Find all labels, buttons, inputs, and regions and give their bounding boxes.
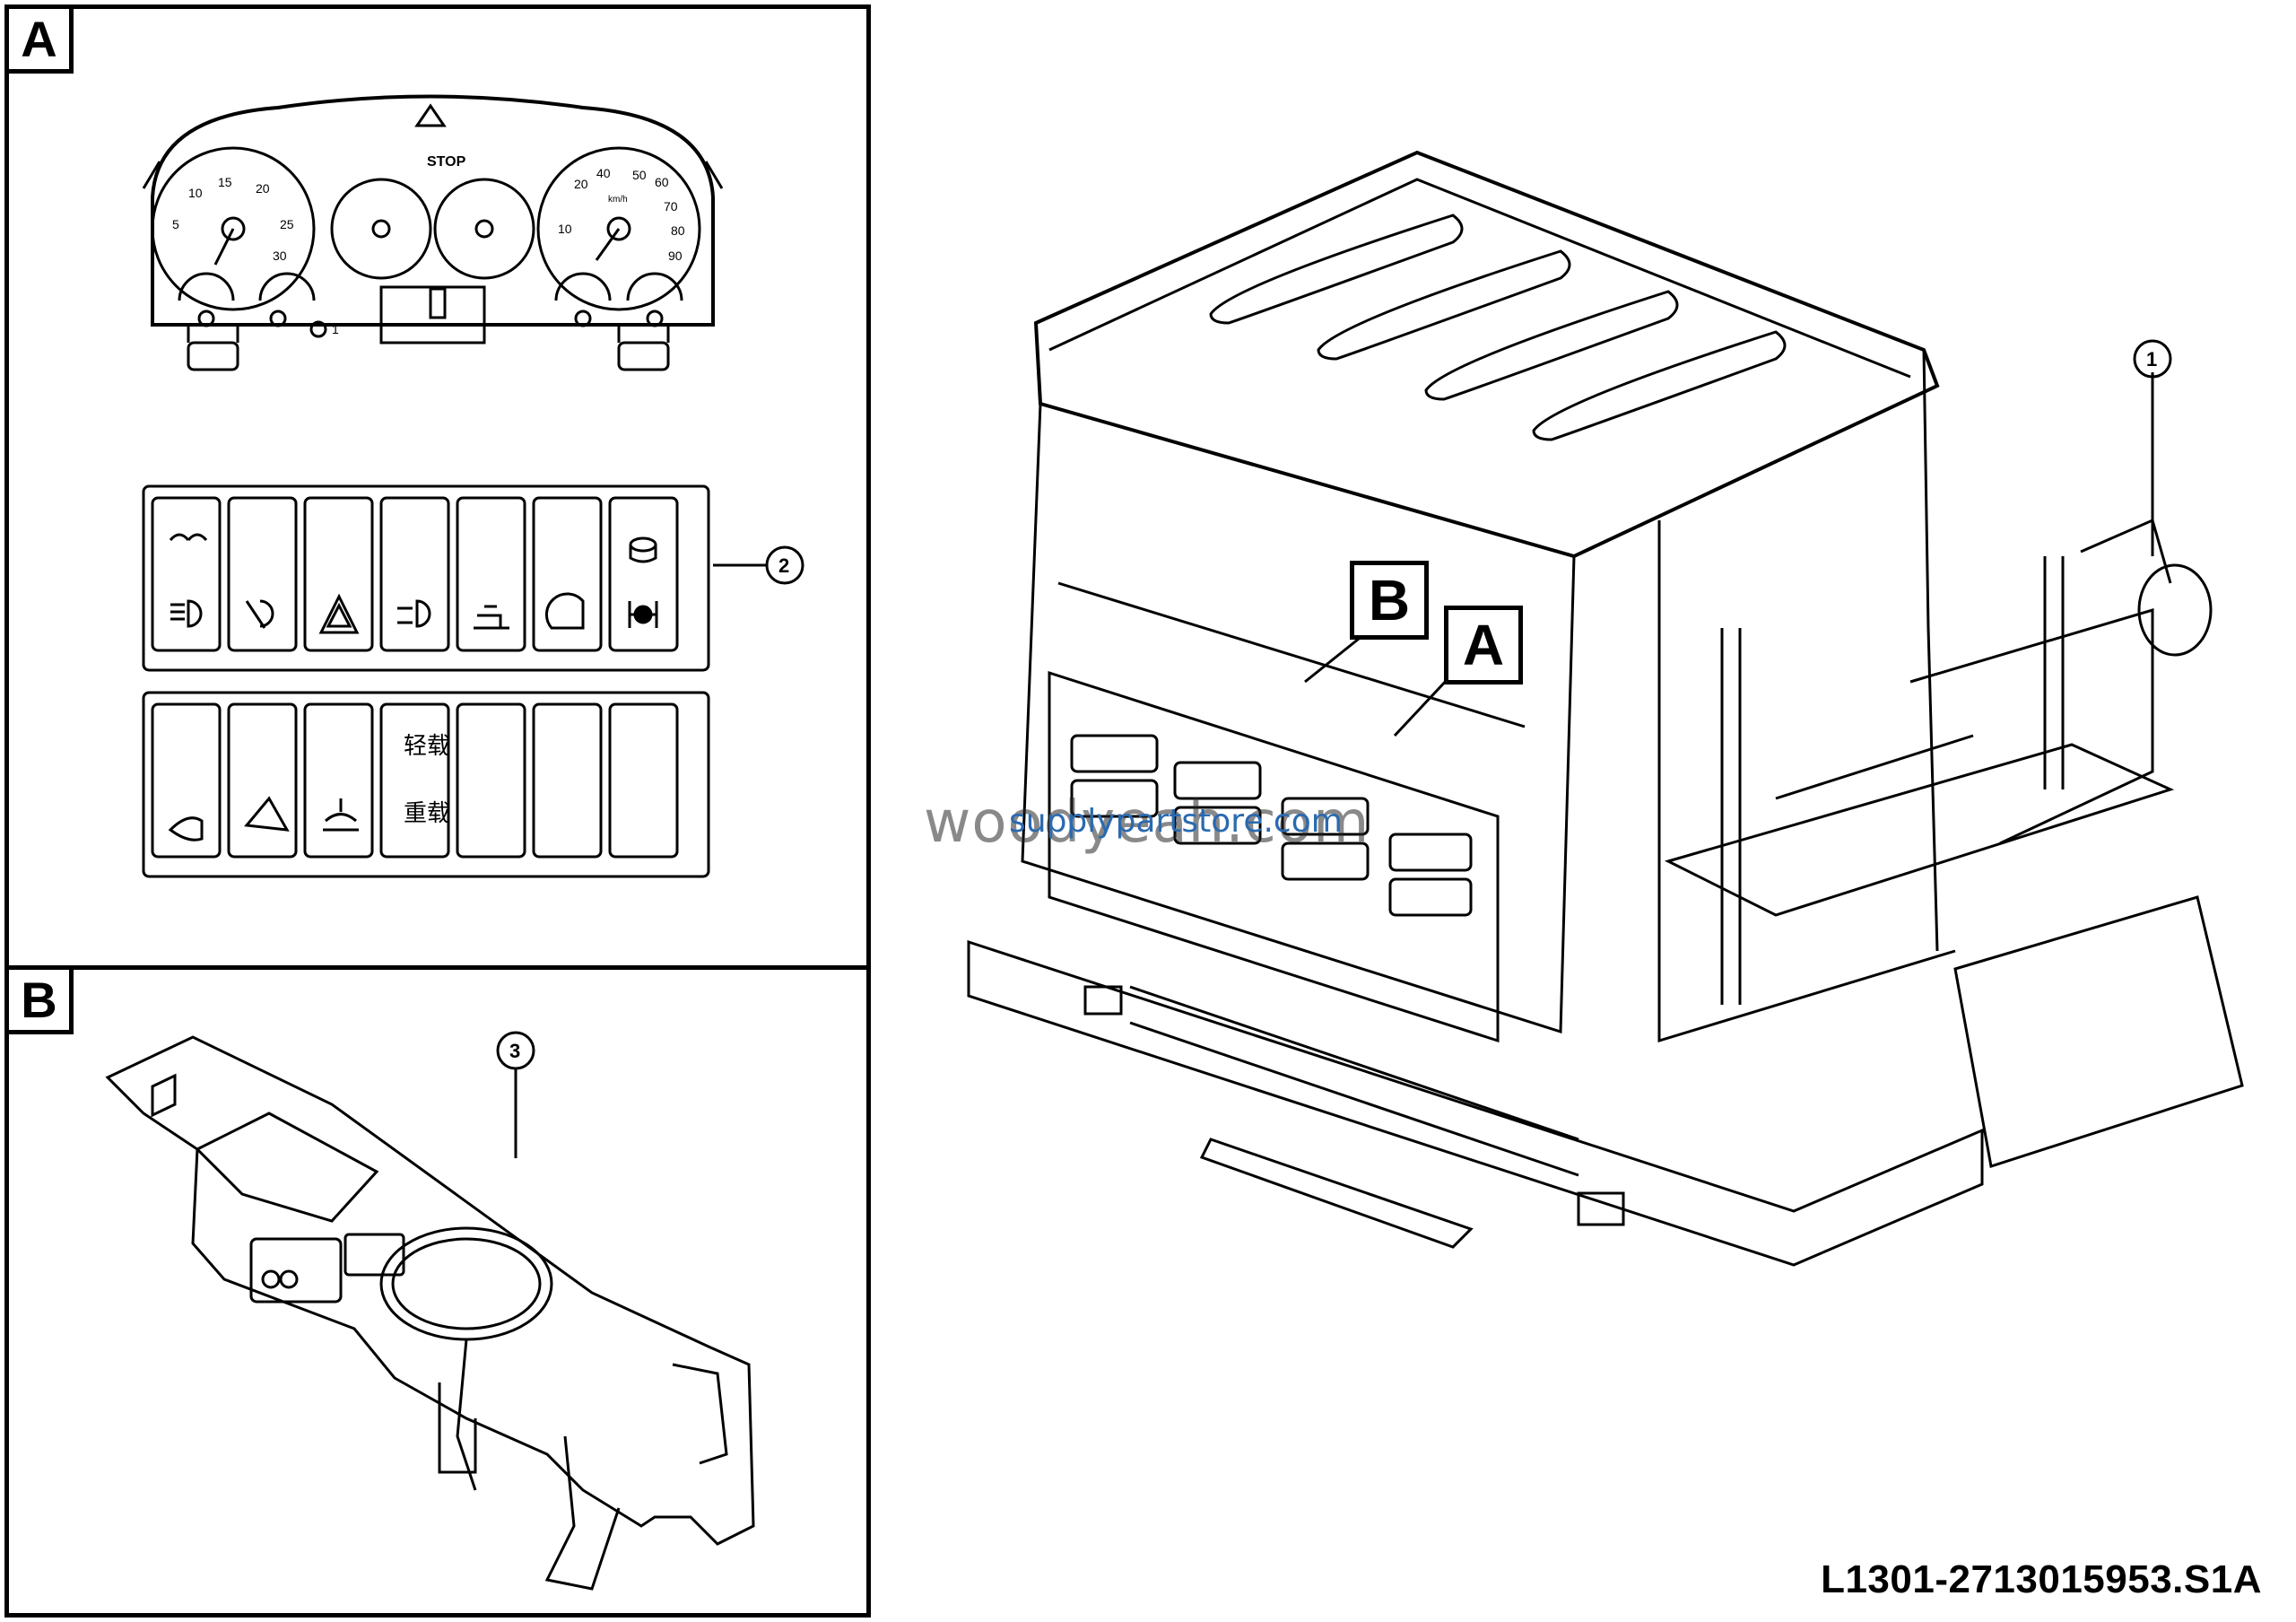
svg-text:90: 90	[668, 249, 683, 263]
svg-text:30: 30	[273, 249, 287, 263]
stop-label: STOP	[427, 154, 466, 170]
km-unit: km/h	[608, 195, 628, 205]
callout-2-label: 2	[778, 554, 789, 577]
drawing-code: L1301-2713015953.S1A	[1821, 1557, 2262, 1601]
switch-panel-row-1	[142, 484, 804, 672]
svg-text:70: 70	[664, 199, 678, 214]
switch-panel-row-2	[142, 691, 710, 878]
svg-text:20: 20	[574, 177, 588, 191]
cab-view-callout-a: A	[1444, 606, 1523, 685]
watermark-text: woodyeah.com	[924, 789, 1370, 856]
truck-cab-drawing: 1	[967, 150, 2244, 1267]
bottom-marker: 1	[332, 322, 339, 336]
detail-panel-a: A	[4, 4, 871, 970]
panel-a-tag: A	[9, 9, 74, 74]
panel-b-tag: B	[9, 970, 74, 1034]
svg-text:50: 50	[632, 168, 647, 182]
svg-text:5: 5	[172, 217, 179, 231]
switch-label-light-load: 轻载	[404, 732, 450, 759]
cab-view-callout-b: B	[1350, 561, 1429, 640]
watermark-url: supplypartstore.com	[1009, 803, 1343, 840]
svg-text:15: 15	[218, 175, 232, 189]
svg-text:25: 25	[280, 217, 294, 231]
svg-text:60: 60	[655, 175, 669, 189]
dashboard-drawing: 3	[105, 1031, 755, 1591]
svg-text:10: 10	[558, 222, 572, 236]
svg-text:10: 10	[188, 186, 203, 200]
callout-3-label: 3	[509, 1040, 520, 1062]
instrument-cluster-drawing: 10 15 20 25 30 5 STOP 20 40 50 60 70 80 90 10 km/…	[142, 94, 804, 878]
detail-panel-b: B 3	[4, 965, 871, 1618]
switch-label-heavy-load: 重载	[404, 799, 450, 826]
svg-text:40: 40	[596, 166, 611, 180]
svg-text:80: 80	[671, 223, 685, 238]
svg-text:20: 20	[256, 181, 270, 196]
callout-1-label: 1	[2146, 348, 2157, 371]
